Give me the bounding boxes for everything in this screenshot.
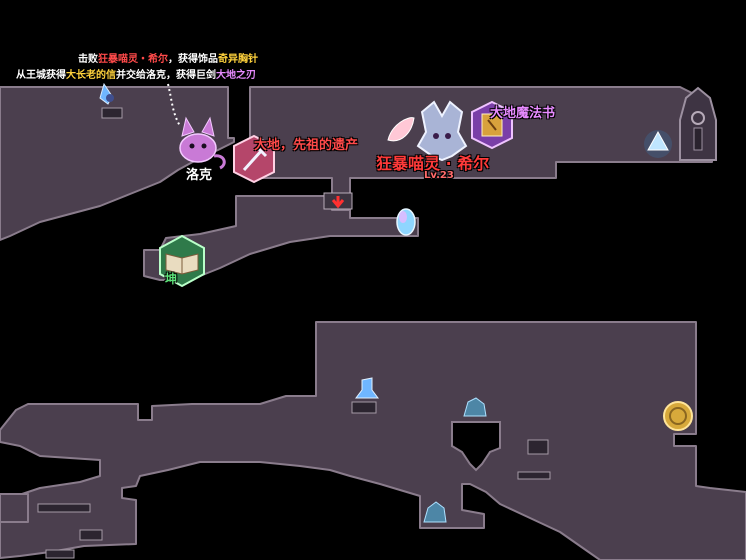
- potion-icon[interactable]: [355, 377, 379, 399]
- slime-monster-icon[interactable]: [423, 501, 447, 523]
- quest-note-prefix: 从王城获得: [16, 70, 66, 81]
- hatched-platform: [45, 549, 75, 559]
- crystal-egg-icon[interactable]: [396, 208, 416, 236]
- quest-note-letter: 从王城获得大长老的信并交给洛克，获得巨剑大地之刃: [16, 66, 256, 81]
- ice-crystal-icon[interactable]: [644, 130, 672, 158]
- terrain-middle-ledge: [143, 195, 419, 281]
- kun-book-label: 坤: [165, 272, 178, 286]
- quest-note-item: 大长老的信: [66, 70, 116, 81]
- boss-level: Lv.23: [424, 170, 454, 181]
- hatched-platform: [79, 529, 103, 541]
- quest-note-reward: 奇异胸针: [218, 54, 258, 65]
- cat-npc-icon[interactable]: [179, 116, 226, 170]
- pit: [451, 421, 501, 472]
- quest-note-prefix: 击败: [78, 54, 98, 65]
- hatched-platform: [37, 503, 91, 513]
- terrain-upper-left: [0, 86, 235, 241]
- hatched-platform: [517, 471, 551, 480]
- lantern-icon[interactable]: [99, 82, 114, 105]
- hatched-platform: [101, 107, 123, 119]
- gate-icon[interactable]: [679, 86, 717, 161]
- down-arrow-marker-icon[interactable]: [323, 192, 353, 210]
- hatched-platform: [351, 401, 377, 414]
- heritage-label: 大地，先祖的遗产: [254, 138, 359, 153]
- quest-note-boss-name: 狂暴喵灵・希尔: [98, 54, 168, 65]
- hatched-platform: [527, 439, 549, 455]
- magic-book-label: 大地魔法书: [490, 106, 556, 121]
- feather-icon[interactable]: [387, 117, 415, 142]
- beast-boss-icon[interactable]: [416, 100, 468, 162]
- gold-coin-icon[interactable]: [663, 401, 693, 431]
- terrain-lower-left-island: [0, 493, 29, 523]
- boss-name: 狂暴喵灵 · 希尔: [376, 154, 490, 173]
- terrain-lower-cavern: [0, 321, 746, 560]
- quest-note-boss: 击败狂暴喵灵・希尔，获得饰品奇异胸针: [78, 50, 258, 65]
- sword-emblem-icon[interactable]: [233, 134, 275, 184]
- quest-note-middle: 并交给洛克，获得巨剑: [116, 70, 216, 81]
- open-book-icon[interactable]: [159, 234, 205, 288]
- magic-book-icon[interactable]: [471, 100, 513, 150]
- quest-note-middle: ，获得饰品: [168, 54, 218, 65]
- slime-monster-icon[interactable]: [463, 397, 487, 417]
- quest-guide-line: [167, 83, 181, 127]
- npc-name: 洛克: [186, 168, 213, 183]
- quest-note-reward: 大地之刃: [216, 70, 256, 81]
